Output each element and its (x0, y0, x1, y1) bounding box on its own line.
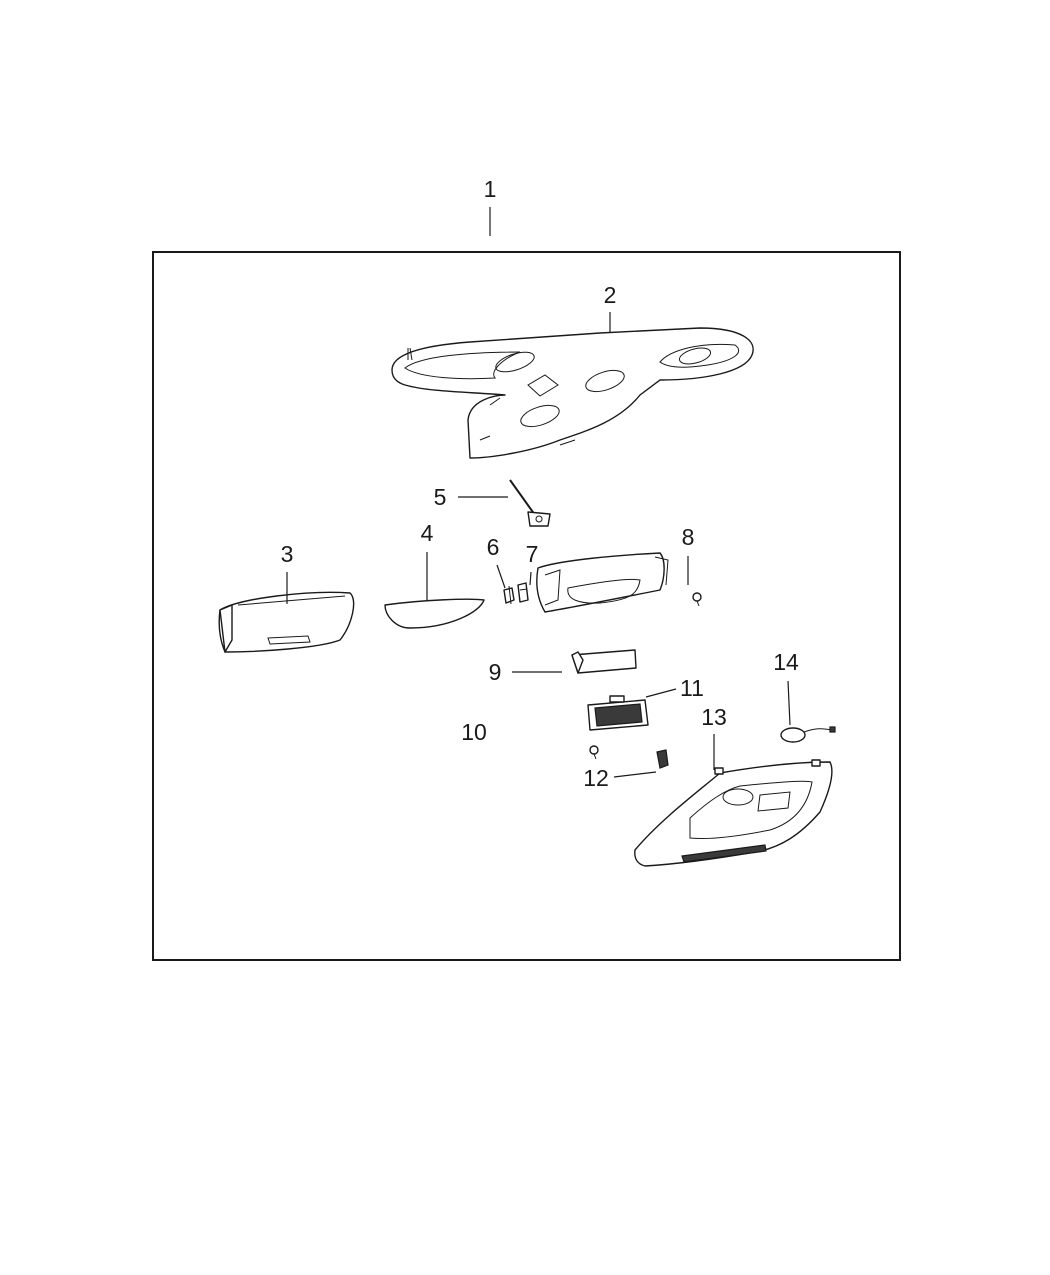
callout-9: 9 (489, 659, 502, 685)
leader-14 (787, 680, 791, 726)
callout-5: 5 (434, 484, 447, 510)
console-housing (536, 552, 669, 613)
leader-12 (613, 771, 657, 778)
callout-13: 13 (701, 704, 727, 730)
callout-12: 12 (583, 765, 609, 791)
callout-8: 8 (682, 524, 695, 550)
part-11-switch-module (587, 695, 649, 731)
leader-6 (496, 564, 506, 589)
part-3-bezel (218, 591, 355, 653)
part-5-stud (509, 479, 551, 527)
part-4-lens (384, 598, 485, 629)
callout-4: 4 (421, 520, 434, 546)
part-6-clip (503, 585, 515, 605)
part-9-cover (571, 649, 637, 674)
part-12-fasteners (589, 745, 669, 769)
part-7-connector (517, 582, 529, 603)
callout-10: 10 (461, 719, 487, 745)
callout-3: 3 (281, 541, 294, 567)
part-2-bracket (391, 327, 754, 459)
assembly-frame (152, 251, 901, 961)
leader-7 (529, 571, 532, 586)
callout-14: 14 (773, 649, 799, 675)
leader-11 (645, 688, 677, 698)
callout-6: 6 (487, 534, 500, 560)
part-14-lamp (780, 726, 836, 743)
part-13-console-trim (634, 759, 833, 867)
callout-7: 7 (526, 541, 539, 567)
callout-2: 2 (604, 282, 617, 308)
part-8-screw (692, 592, 702, 607)
callout-11: 11 (680, 675, 704, 701)
callout-1: 1 (484, 176, 497, 202)
